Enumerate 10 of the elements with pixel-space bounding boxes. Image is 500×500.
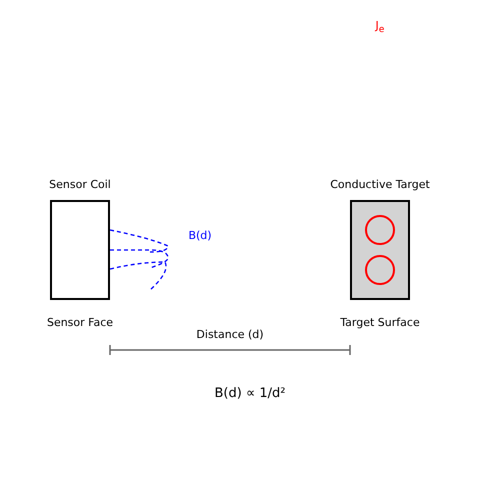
node-heading: Sensor Coil [49, 178, 111, 191]
eddy-current-circle [365, 215, 395, 245]
node-heading: Conductive Target [330, 178, 430, 191]
surface-label: Target Surface [340, 316, 420, 329]
current-density-label: J$_{e}$ [376, 19, 384, 36]
eddy-current-circle [365, 255, 395, 285]
formula-label: B(d) ∝ 1/d² [214, 386, 286, 401]
surface-label: Sensor Face [46, 316, 114, 329]
distance-label: Distance (d) [196, 328, 264, 341]
field-label: B(d) [188, 229, 212, 242]
